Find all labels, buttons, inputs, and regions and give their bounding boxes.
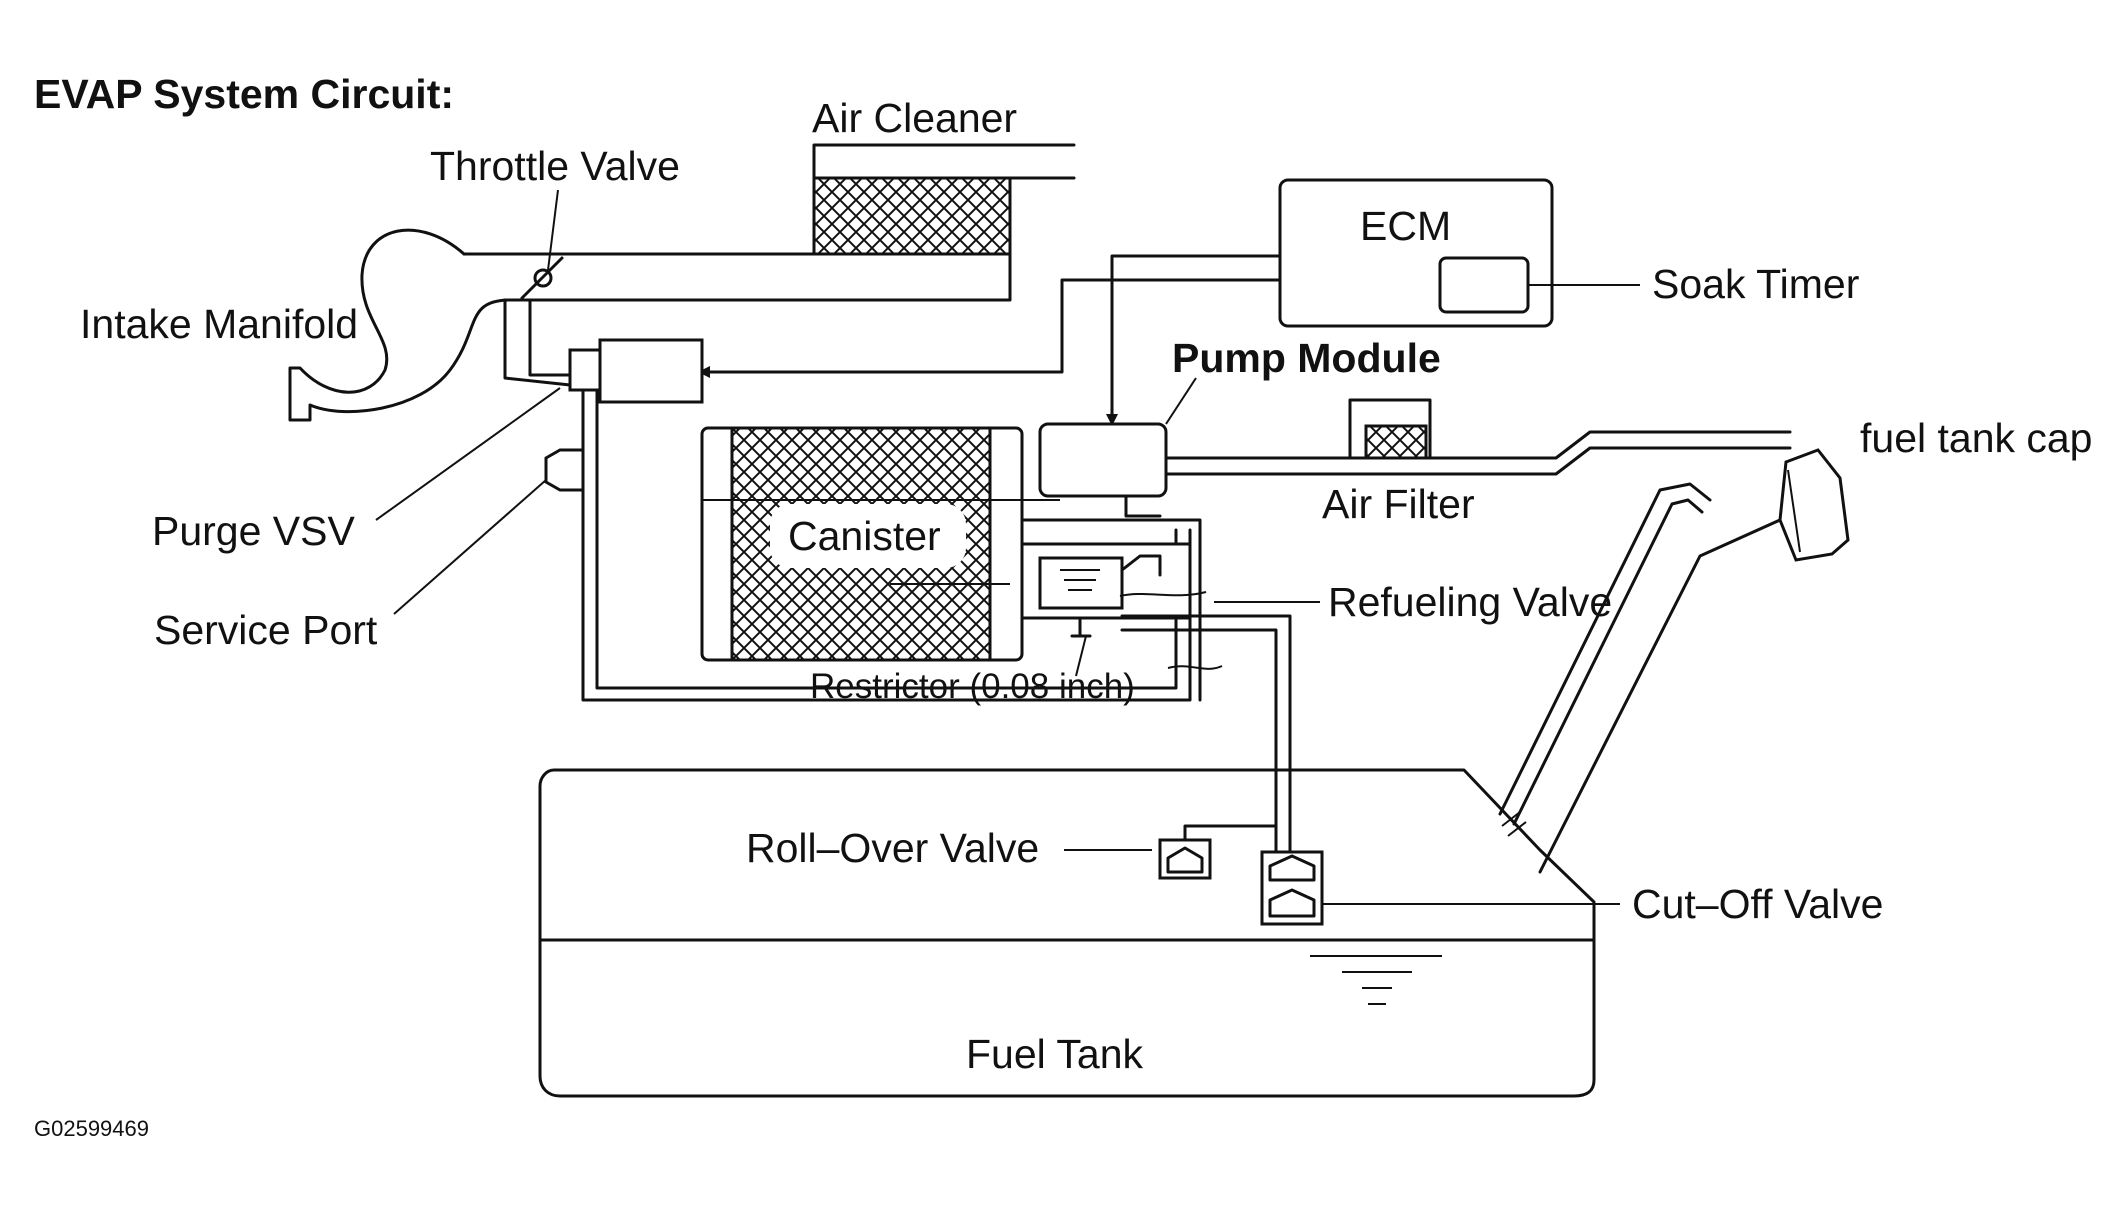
ecm	[1278, 178, 1640, 328]
service-port	[544, 448, 585, 492]
purge-vsv-label: Purge VSV	[152, 508, 355, 554]
fuel-tank-cap-label: fuel tank cap	[1860, 415, 2093, 461]
vapor-line-outer	[1120, 614, 1292, 854]
intake-manifold-label: Intake Manifold	[80, 301, 358, 347]
air-cleaner	[462, 143, 1076, 302]
air-filter-label: Air Filter	[1322, 481, 1475, 527]
roll-over-valve	[1158, 824, 1278, 880]
restrictor-label: Restrictor (0.08 inch)	[810, 667, 1135, 706]
air-filter	[1348, 398, 1432, 460]
intake-manifold	[288, 228, 526, 422]
service-port-leader	[393, 479, 547, 615]
air-cleaner-label: Air Cleaner	[812, 95, 1017, 141]
throttle-valve	[520, 189, 564, 300]
refueling-valve-label: Refueling Valve	[1328, 579, 1612, 625]
service-port-label: Service Port	[154, 607, 378, 653]
pump-module-label: Pump Module	[1172, 335, 1441, 381]
purge-vsv	[503, 298, 1192, 702]
ecm-purge-signal	[698, 278, 1282, 378]
throttle-valve-label: Throttle Valve	[430, 143, 680, 189]
soak-timer-label: Soak Timer	[1652, 261, 1859, 307]
purge-vsv-leader	[375, 387, 561, 521]
diagram-title: EVAP System Circuit:	[34, 71, 454, 117]
vapor-line-inner	[1120, 628, 1278, 854]
fuel-tank-cap	[1778, 448, 1850, 562]
fuel-tank	[538, 768, 1596, 1098]
canister-label: Canister	[788, 513, 941, 559]
restrictor	[1070, 616, 1223, 677]
canister	[700, 426, 1060, 662]
fuel-tank-label: Fuel Tank	[966, 1031, 1144, 1077]
ecm-label: ECM	[1360, 203, 1451, 249]
refueling-valve	[1020, 542, 1207, 620]
ecm-pump-signal	[1106, 254, 1282, 426]
pump-module-leader	[1165, 377, 1197, 425]
cut-off-valve	[1260, 850, 1324, 926]
filler-neck	[1498, 482, 1782, 874]
figure-id: G02599469	[34, 1116, 149, 1141]
cut-off-valve-label: Cut–Off Valve	[1632, 881, 1883, 927]
roll-over-valve-label: Roll–Over Valve	[746, 825, 1039, 871]
pump-module	[1020, 422, 1792, 702]
